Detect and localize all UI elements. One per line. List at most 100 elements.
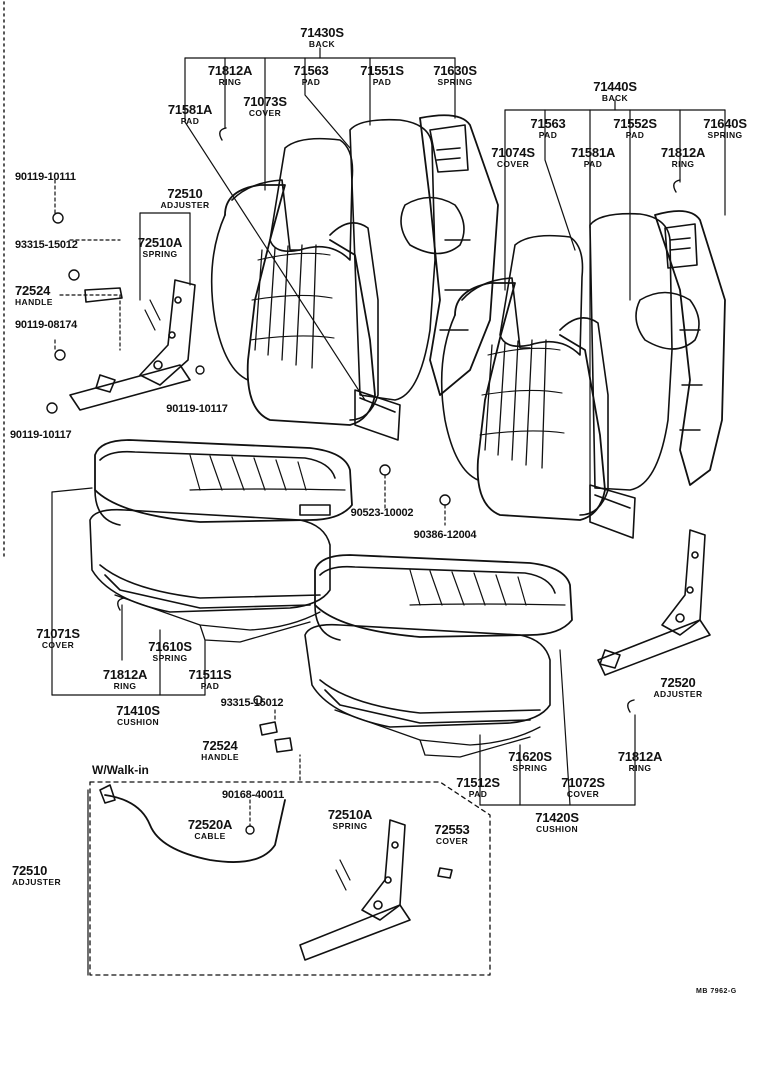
part-name: PAD — [625, 130, 645, 140]
part-name: PAD — [583, 159, 603, 169]
part-name: ADJUSTER — [653, 689, 703, 699]
part-name: PAD — [180, 116, 200, 126]
part-name: RING — [113, 681, 137, 691]
part-name: RING — [671, 159, 695, 169]
seat-cushion-b — [304, 554, 573, 758]
label-adjuster-a: 72510 ADJUSTER — [160, 187, 209, 210]
adjuster-a — [46, 212, 205, 414]
part-number: 90119-10117 — [10, 429, 72, 441]
part-number: 93315-15012 — [220, 697, 284, 709]
walk-in-label: W/Walk-in — [92, 763, 149, 777]
part-name: CUSHION — [536, 824, 578, 834]
part-number: 71563 — [293, 63, 329, 78]
label-pad-a3: 71581A PAD — [168, 103, 213, 126]
label-cover-e: 72553 COVER — [434, 823, 469, 846]
part-number: 71440S — [593, 79, 637, 94]
part-name: SPRING — [142, 249, 178, 259]
label-adjuster-b: 72520 ADJUSTER — [653, 676, 702, 699]
part-number: 71072S — [561, 775, 605, 790]
walk-in-adjuster — [89, 781, 491, 976]
part-number: 90119-10111 — [15, 171, 76, 183]
label-clip-1: 90168-40011 — [222, 790, 284, 801]
part-number: 71610S — [148, 639, 192, 654]
part-number: 71074S — [491, 145, 535, 160]
label-handle-a: 72524 HANDLE — [15, 284, 53, 307]
part-number: 71410S — [116, 703, 160, 718]
part-number: 71552S — [613, 116, 657, 131]
part-name: PAD — [372, 77, 392, 87]
part-number: 71620S — [508, 749, 552, 764]
label-pad-d: 71512S PAD — [456, 776, 500, 799]
part-number: 72520 — [660, 675, 696, 690]
part-number: 72524 — [202, 738, 238, 753]
part-number: 71812A — [617, 749, 663, 764]
label-screw-b: 93315-15012 — [221, 698, 284, 709]
seat-cushion-a — [89, 439, 353, 643]
label-pad-b1: 71563 PAD — [530, 117, 565, 140]
part-name: COVER — [435, 836, 469, 846]
part-number: 72510 — [167, 186, 203, 201]
part-name: CABLE — [194, 831, 226, 841]
part-number: 71630S — [433, 63, 477, 78]
part-number: 72510A — [137, 235, 183, 250]
part-name: PAD — [200, 681, 220, 691]
part-number: 90523-10002 — [350, 507, 414, 519]
part-number: 71812A — [660, 145, 706, 160]
part-name: SPRING — [707, 130, 743, 140]
label-handle-b: 72524 HANDLE — [201, 739, 239, 762]
label-back-b: 71440S BACK — [593, 80, 637, 103]
part-number: 71581A — [570, 145, 616, 160]
part-number: 71512S — [456, 775, 500, 790]
part-name: COVER — [248, 108, 282, 118]
part-name: RING — [218, 77, 242, 87]
part-number: 72510 — [12, 863, 48, 878]
seat-back-a — [210, 114, 499, 441]
label-pad-a1: 71563 PAD — [293, 64, 328, 87]
loose-hardware — [117, 127, 681, 753]
part-number: 71420S — [535, 810, 579, 825]
part-number: 90386-12004 — [413, 529, 477, 541]
part-number: 90119-08174 — [15, 319, 78, 331]
part-name: ADJUSTER — [12, 877, 62, 887]
label-pad-a2: 71551S PAD — [360, 64, 404, 87]
label-cover-b: 71074S COVER — [491, 146, 535, 169]
label-cover-d: 71072S COVER — [561, 776, 605, 799]
label-bolt-1: 90119-10111 — [15, 172, 76, 183]
part-number: 71640S — [703, 116, 747, 131]
part-name: SPRING — [152, 653, 188, 663]
label-bolt-2: 90119-08174 — [15, 320, 77, 331]
part-number: 71071S — [36, 626, 80, 641]
leader-lines — [51, 47, 726, 976]
part-name: CUSHION — [117, 717, 159, 727]
label-cover-a: 71073S COVER — [243, 95, 287, 118]
label-cushion-b: 71420S CUSHION — [535, 811, 579, 834]
part-name: BACK — [601, 93, 629, 103]
part-number: 71511S — [188, 667, 232, 682]
label-nut-2: 90386-12004 — [414, 530, 477, 541]
part-name: HANDLE — [201, 752, 239, 762]
part-name: COVER — [566, 789, 600, 799]
part-number: 90119-10117 — [166, 403, 228, 415]
part-number: 71812A — [102, 667, 148, 682]
part-number: 71551S — [360, 63, 404, 78]
part-name: SPRING — [512, 763, 548, 773]
part-name: BACK — [308, 39, 336, 49]
label-back-a: 71430S BACK — [300, 26, 344, 49]
part-number: 72524 — [15, 283, 51, 298]
part-name: SPRING — [437, 77, 473, 87]
label-pad-b3: 71581A PAD — [570, 145, 616, 169]
part-number: 71563 — [530, 116, 566, 131]
part-name: PAD — [538, 130, 558, 140]
part-name: ADJUSTER — [160, 200, 210, 210]
part-name: PAD — [468, 789, 488, 799]
label-nut-1: 90523-10002 — [351, 508, 414, 519]
part-number: 71812A — [207, 63, 253, 78]
label-bolt-3: 90119-10117 — [166, 403, 228, 415]
label-spring-d: 71610S SPRING — [148, 640, 192, 663]
label-cushion-a: 71410S CUSHION — [116, 704, 160, 727]
label-ring-c: 71812A RING — [102, 667, 148, 691]
part-name: HANDLE — [15, 297, 53, 307]
drawing-code: MB 7962-G — [696, 988, 737, 995]
label-cover-c: 71071S COVER — [36, 627, 80, 650]
